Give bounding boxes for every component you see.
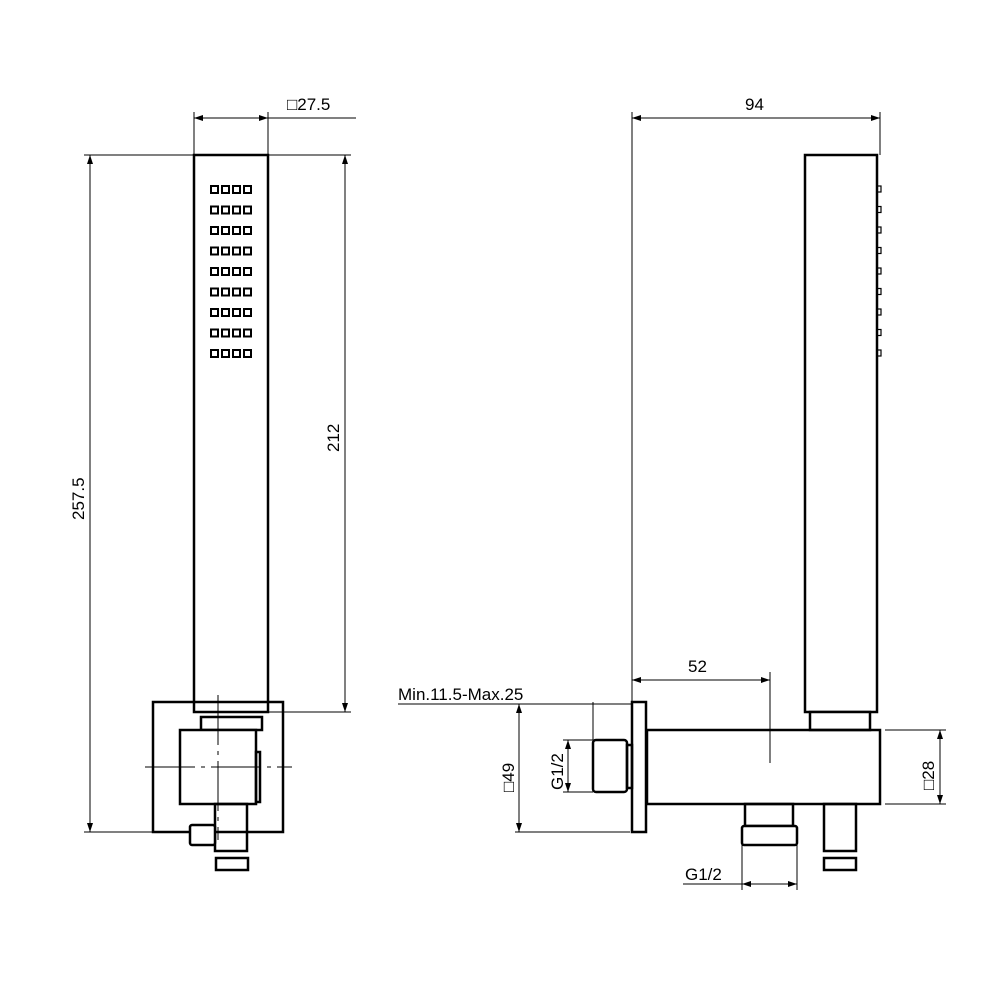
nozzle: [243, 267, 252, 276]
nozzle: [221, 226, 230, 235]
nozzle: [221, 349, 230, 358]
nozzle: [232, 267, 241, 276]
neck: [808, 710, 872, 732]
side-nozzle: [876, 185, 882, 193]
nozzle: [221, 246, 230, 256]
outlet-offset-label: 52: [688, 657, 707, 676]
front-view: □27.5 257.5 212: [69, 95, 356, 872]
side-nozzle: [876, 349, 882, 357]
stub: [822, 802, 858, 853]
nozzle: [243, 246, 252, 256]
holder-side: [254, 750, 262, 804]
outlet-pipe-side: [743, 802, 795, 828]
side-view: 94 52 Min.11.5-Max.25 □49 G1/2 □28 G1/2: [398, 95, 946, 890]
outlet-thread: [740, 824, 799, 847]
total-height-label: 257.5: [69, 477, 88, 520]
hand-shower-handle: [192, 153, 270, 714]
plate-dimension-label: □49: [499, 763, 518, 792]
nozzle: [232, 205, 241, 215]
nozzle: [243, 287, 252, 297]
nozzle: [243, 308, 252, 317]
nozzle: [232, 328, 241, 338]
nozzle: [221, 287, 230, 297]
width-dimension-label: □27.5: [287, 95, 330, 114]
nozzle: [243, 185, 252, 194]
nozzle: [243, 328, 252, 338]
nozzle: [210, 267, 219, 276]
inlet-thread-label: G1/2: [548, 753, 567, 790]
cap: [214, 856, 250, 872]
nozzle: [243, 205, 252, 215]
nozzle: [210, 246, 219, 256]
side-nozzle: [876, 308, 882, 316]
side-nozzle: [876, 328, 882, 337]
nozzle: [232, 349, 241, 358]
side-nozzle: [876, 205, 882, 214]
nozzle: [210, 185, 219, 194]
handle-length-label: 212: [324, 424, 343, 452]
inlet-thread: [591, 738, 629, 794]
holder-body-side: [645, 728, 882, 806]
depth-label: 94: [745, 95, 764, 114]
nozzle: [210, 349, 219, 358]
stub-cap: [822, 856, 858, 872]
wall-adjust-label: Min.11.5-Max.25: [398, 685, 523, 704]
nozzle-grid: [210, 185, 252, 358]
nozzle: [210, 287, 219, 297]
nozzle: [221, 328, 230, 338]
nozzle: [232, 185, 241, 194]
outlet-pipe: [213, 802, 249, 853]
nozzle: [232, 308, 241, 317]
nozzle: [221, 267, 230, 276]
nozzle: [210, 226, 219, 235]
side-nozzle-ticks: [876, 185, 882, 357]
hand-shower-side: [803, 153, 879, 714]
inlet-neck: [625, 743, 634, 790]
nozzle: [210, 308, 219, 317]
nozzle: [221, 185, 230, 194]
side-nozzle: [876, 287, 882, 296]
side-nozzle: [876, 226, 882, 234]
nozzle: [221, 205, 230, 215]
body-dimension-label: □28: [919, 761, 938, 790]
nozzle: [210, 205, 219, 215]
outlet-thread-label: G1/2: [685, 865, 722, 884]
nozzle: [210, 328, 219, 338]
nozzle: [221, 308, 230, 317]
nozzle: [243, 226, 252, 235]
flange: [630, 700, 648, 834]
nozzle: [232, 246, 241, 256]
connector: [199, 715, 264, 732]
nozzle: [232, 226, 241, 235]
side-nozzle: [876, 267, 882, 275]
nozzle: [243, 349, 252, 358]
inlet-nut: [188, 823, 217, 847]
nozzle: [232, 287, 241, 297]
side-nozzle: [876, 246, 882, 255]
